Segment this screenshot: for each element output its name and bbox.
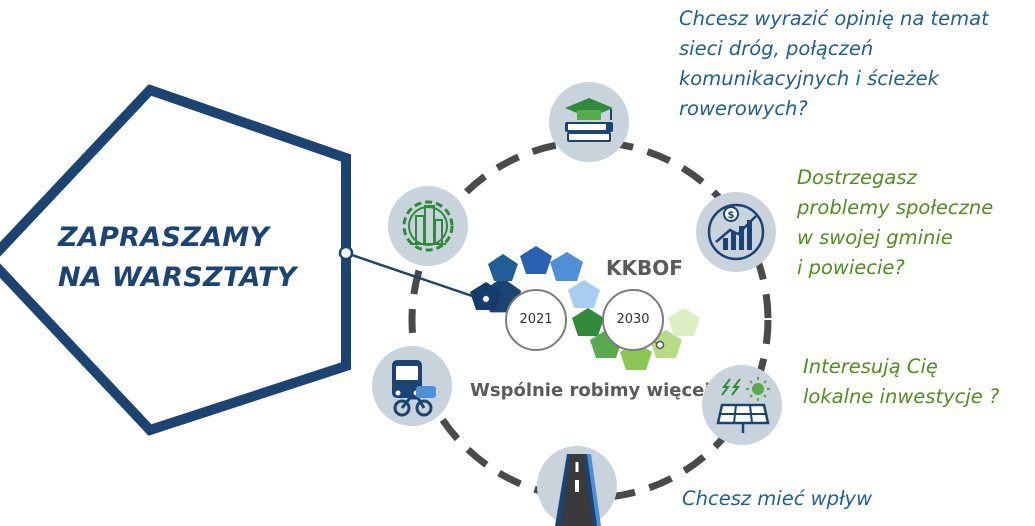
industry-gear-icon xyxy=(388,186,468,266)
question-influence: Chcesz mieć wpływ xyxy=(682,487,873,510)
finance-growth-icon: $ xyxy=(696,192,776,272)
logo-name: KKBOF xyxy=(606,256,683,280)
question-roads: Chcesz wyrazić opinię na temat sieci dró… xyxy=(679,7,989,120)
year-end-badge: 2030 xyxy=(602,289,664,351)
connector-dot-left xyxy=(338,245,354,261)
svg-text:$: $ xyxy=(728,210,735,221)
infographic: ZAPRASZAMY NA WARSZTATY KKBOF 2021 2030 … xyxy=(0,7,1000,526)
background-graphics xyxy=(0,84,772,500)
question-invest: Interesują Cię lokalne inwestycje ? xyxy=(803,355,1000,408)
education-icon xyxy=(549,82,629,162)
solar-energy-icon xyxy=(702,365,782,445)
transport-icon xyxy=(372,346,452,426)
pentagon-frame xyxy=(0,84,351,436)
road-icon xyxy=(537,446,617,526)
logo-blue-pentagons xyxy=(470,246,600,313)
year-start-badge: 2021 xyxy=(505,289,567,351)
headline-line-2: NA WARSZTATY xyxy=(58,262,297,293)
headline: ZAPRASZAMY NA WARSZTATY xyxy=(58,218,358,298)
headline-line-1: ZAPRASZAMY xyxy=(58,222,270,253)
connector-line xyxy=(345,251,485,302)
question-social: Dostrzegasz problemy społeczne w swojej … xyxy=(797,166,994,279)
logo-slogan: Wspólnie robimy więcej xyxy=(470,380,711,401)
